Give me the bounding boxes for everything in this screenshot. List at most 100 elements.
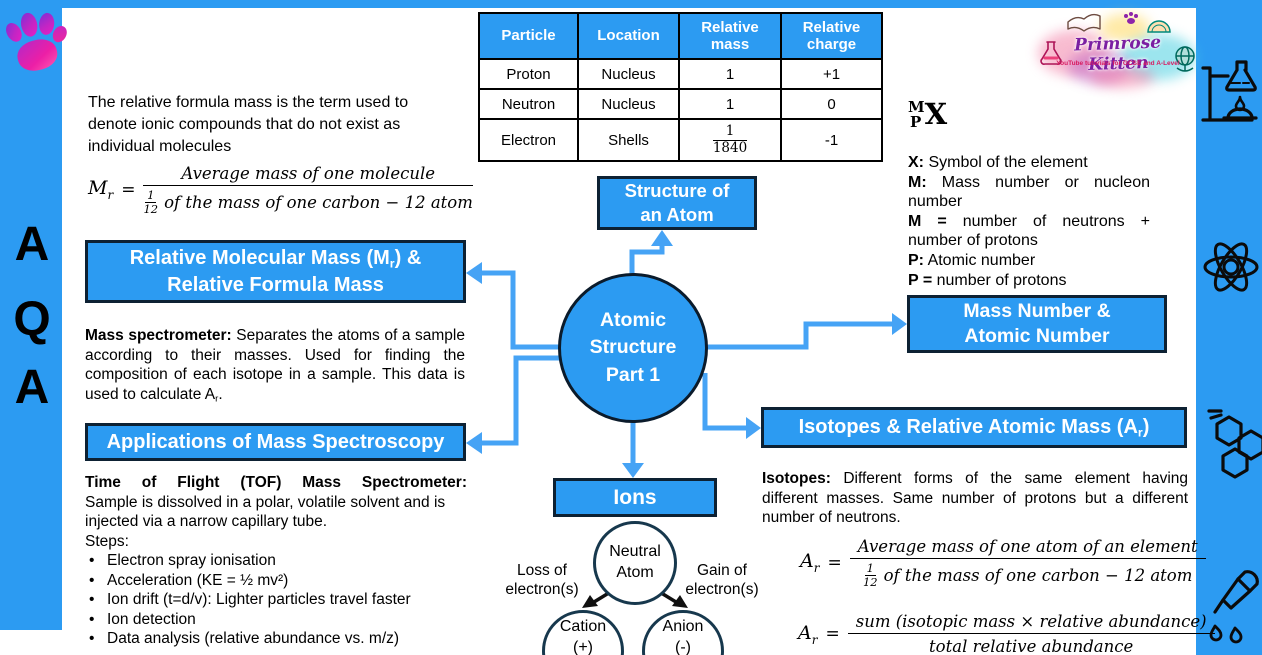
- equals-sign: =: [827, 552, 842, 573]
- formula-subscript: r: [811, 632, 818, 647]
- equals-sign: =: [825, 624, 840, 644]
- legend-line: M: Mass number or nucleon number: [908, 173, 1150, 211]
- formula-denominator: of the mass of one carbon − 12 atom: [883, 565, 1193, 585]
- arrow-to-rmm: [482, 270, 560, 350]
- table-row-proton: Proton Nucleus 1 +1: [478, 58, 883, 90]
- dropper-icon: [1209, 570, 1259, 644]
- mini-paw-icon: [1124, 12, 1138, 24]
- circle-label-line: Cation: [559, 618, 607, 636]
- circle-label-line: (-): [675, 639, 691, 655]
- frame-left-bar: [0, 0, 62, 630]
- table-row-neutron: Neutron Nucleus 1 0: [478, 88, 883, 120]
- box-isotopes-relative-atomic-mass: Isotopes & Relative Atomic Mass (Ar): [761, 407, 1187, 448]
- tof-body: Sample is dissolved in a polar, volatile…: [85, 493, 446, 531]
- formula-denominator: of the mass of one carbon − 12 atom: [164, 192, 473, 212]
- watercolor-blob: [1068, 50, 1130, 84]
- arrow-to-isotopes: [702, 373, 747, 431]
- box-mass-number-atomic-number: Mass Number & Atomic Number: [907, 295, 1167, 353]
- arrowhead: [892, 313, 907, 335]
- exam-board-letter: A: [14, 218, 50, 271]
- formula-numerator: Average mass of one molecule: [143, 164, 473, 186]
- neutral-atom-circle: Neutral Atom: [593, 521, 677, 605]
- formula-symbol: A: [800, 550, 814, 573]
- element-symbol: X: [924, 97, 948, 132]
- small-fraction-den: 12: [143, 201, 159, 216]
- circle-label-line: Atom: [616, 564, 654, 581]
- loss-of-electrons-label: Loss of electron(s): [505, 562, 579, 599]
- book-icon: [1067, 13, 1101, 32]
- ar-definition-formula: Ar = Average mass of one atom of an elem…: [800, 537, 1206, 588]
- paragraph-text: .: [218, 385, 223, 403]
- fraction-denominator: 1840: [712, 139, 748, 156]
- formula-symbol: A: [798, 621, 812, 644]
- box-label-line: Relative Molecular Mass (Mr) &: [129, 247, 422, 271]
- arrowhead: [672, 595, 688, 608]
- hub-line: Part 1: [605, 363, 661, 386]
- cell: -1: [780, 118, 883, 162]
- box-label-line: Relative Formula Mass: [167, 273, 384, 296]
- list-item: Ion detection: [85, 610, 467, 630]
- box-label-line: Mass Number &: [963, 299, 1111, 322]
- list-item: Electron spray ionisation: [85, 551, 467, 571]
- circle-label-line: (+): [573, 639, 593, 655]
- globe-icon: [1175, 46, 1195, 72]
- formula-numerator: Average mass of one atom of an element: [849, 537, 1206, 559]
- box-label: Applications of Mass Spectroscopy: [106, 431, 445, 453]
- cell: Proton: [478, 58, 579, 90]
- small-fraction-den: 12: [862, 574, 878, 589]
- fraction-numerator: 1: [712, 123, 748, 141]
- hub-atomic-structure-part-1: Atomic Structure Part 1: [558, 273, 708, 423]
- watercolor-blob: [1100, 14, 1150, 42]
- paragraph-text: Different forms of the same element havi…: [762, 470, 1188, 526]
- arrowhead: [466, 432, 482, 454]
- arrowhead: [582, 595, 598, 608]
- hub-line: Structure: [589, 336, 677, 359]
- formula-subscript: r: [813, 561, 820, 576]
- nuclide-notation: M P X: [908, 100, 947, 129]
- isotopes-paragraph: Isotopes: Different forms of the same el…: [762, 469, 1188, 528]
- col-header-relative-mass: Relative mass: [678, 12, 782, 60]
- watercolor-blob: [1090, 66, 1154, 88]
- box-ions: Ions: [553, 478, 717, 517]
- notation-legend: X: Symbol of the element M: Mass number …: [908, 153, 1150, 290]
- subscript-r: r: [215, 393, 219, 405]
- box-label-line: an Atom: [640, 204, 714, 225]
- mass-spectrometer-paragraph: Mass spectrometer: Separates the atoms o…: [85, 326, 465, 409]
- logo-tagline: YouTube tutorials for GCSE and A-Level: [1056, 60, 1180, 67]
- atom-icon: [1203, 242, 1259, 292]
- exam-board-letter: Q: [13, 293, 51, 346]
- mass-number-symbol: M: [908, 98, 925, 116]
- logo-title: Primrose Kitten: [1073, 32, 1162, 76]
- tof-steps-label: Steps:: [85, 532, 129, 550]
- table-header-row: Particle Location Relative mass Relative…: [478, 12, 883, 60]
- circle-label-line: Neutral: [609, 543, 661, 561]
- box-label: Ions: [613, 485, 657, 509]
- cell: 1: [678, 58, 782, 90]
- arrowhead: [622, 463, 644, 478]
- legend-line: M = number of neutrons + number of proto…: [908, 212, 1150, 250]
- circle-label-line: Anion: [662, 618, 704, 636]
- col-header-particle: Particle: [478, 12, 579, 60]
- tof-heading: Time of Flight (TOF) Mass Spectrometer:: [85, 474, 467, 491]
- list-item: Acceleration (KE = ½ mv²): [85, 571, 467, 591]
- cell: 0: [780, 88, 883, 120]
- box-label-line: Atomic Number: [964, 325, 1110, 347]
- frame-right-bar: [1196, 0, 1262, 655]
- atomic-number-symbol: P: [910, 112, 922, 131]
- small-fraction-num: 1: [145, 188, 157, 203]
- col-header-relative-charge: Relative charge: [780, 12, 883, 60]
- box-label-line: Structure of: [624, 179, 730, 201]
- hub-line: Atomic: [599, 309, 667, 332]
- box-applications-mass-spectroscopy: Applications of Mass Spectroscopy: [85, 423, 466, 461]
- frame-top-bar: [0, 0, 1262, 8]
- legend-line: X: Symbol of the element: [908, 154, 1088, 171]
- arrowhead: [651, 230, 673, 246]
- box-structure-of-an-atom: Structure of an Atom: [597, 176, 757, 230]
- protractor-icon: [1147, 20, 1171, 33]
- equals-sign: =: [121, 179, 136, 200]
- cell: Nucleus: [577, 58, 680, 90]
- formula-numerator: sum (isotopic mass × relative abundance): [847, 612, 1215, 634]
